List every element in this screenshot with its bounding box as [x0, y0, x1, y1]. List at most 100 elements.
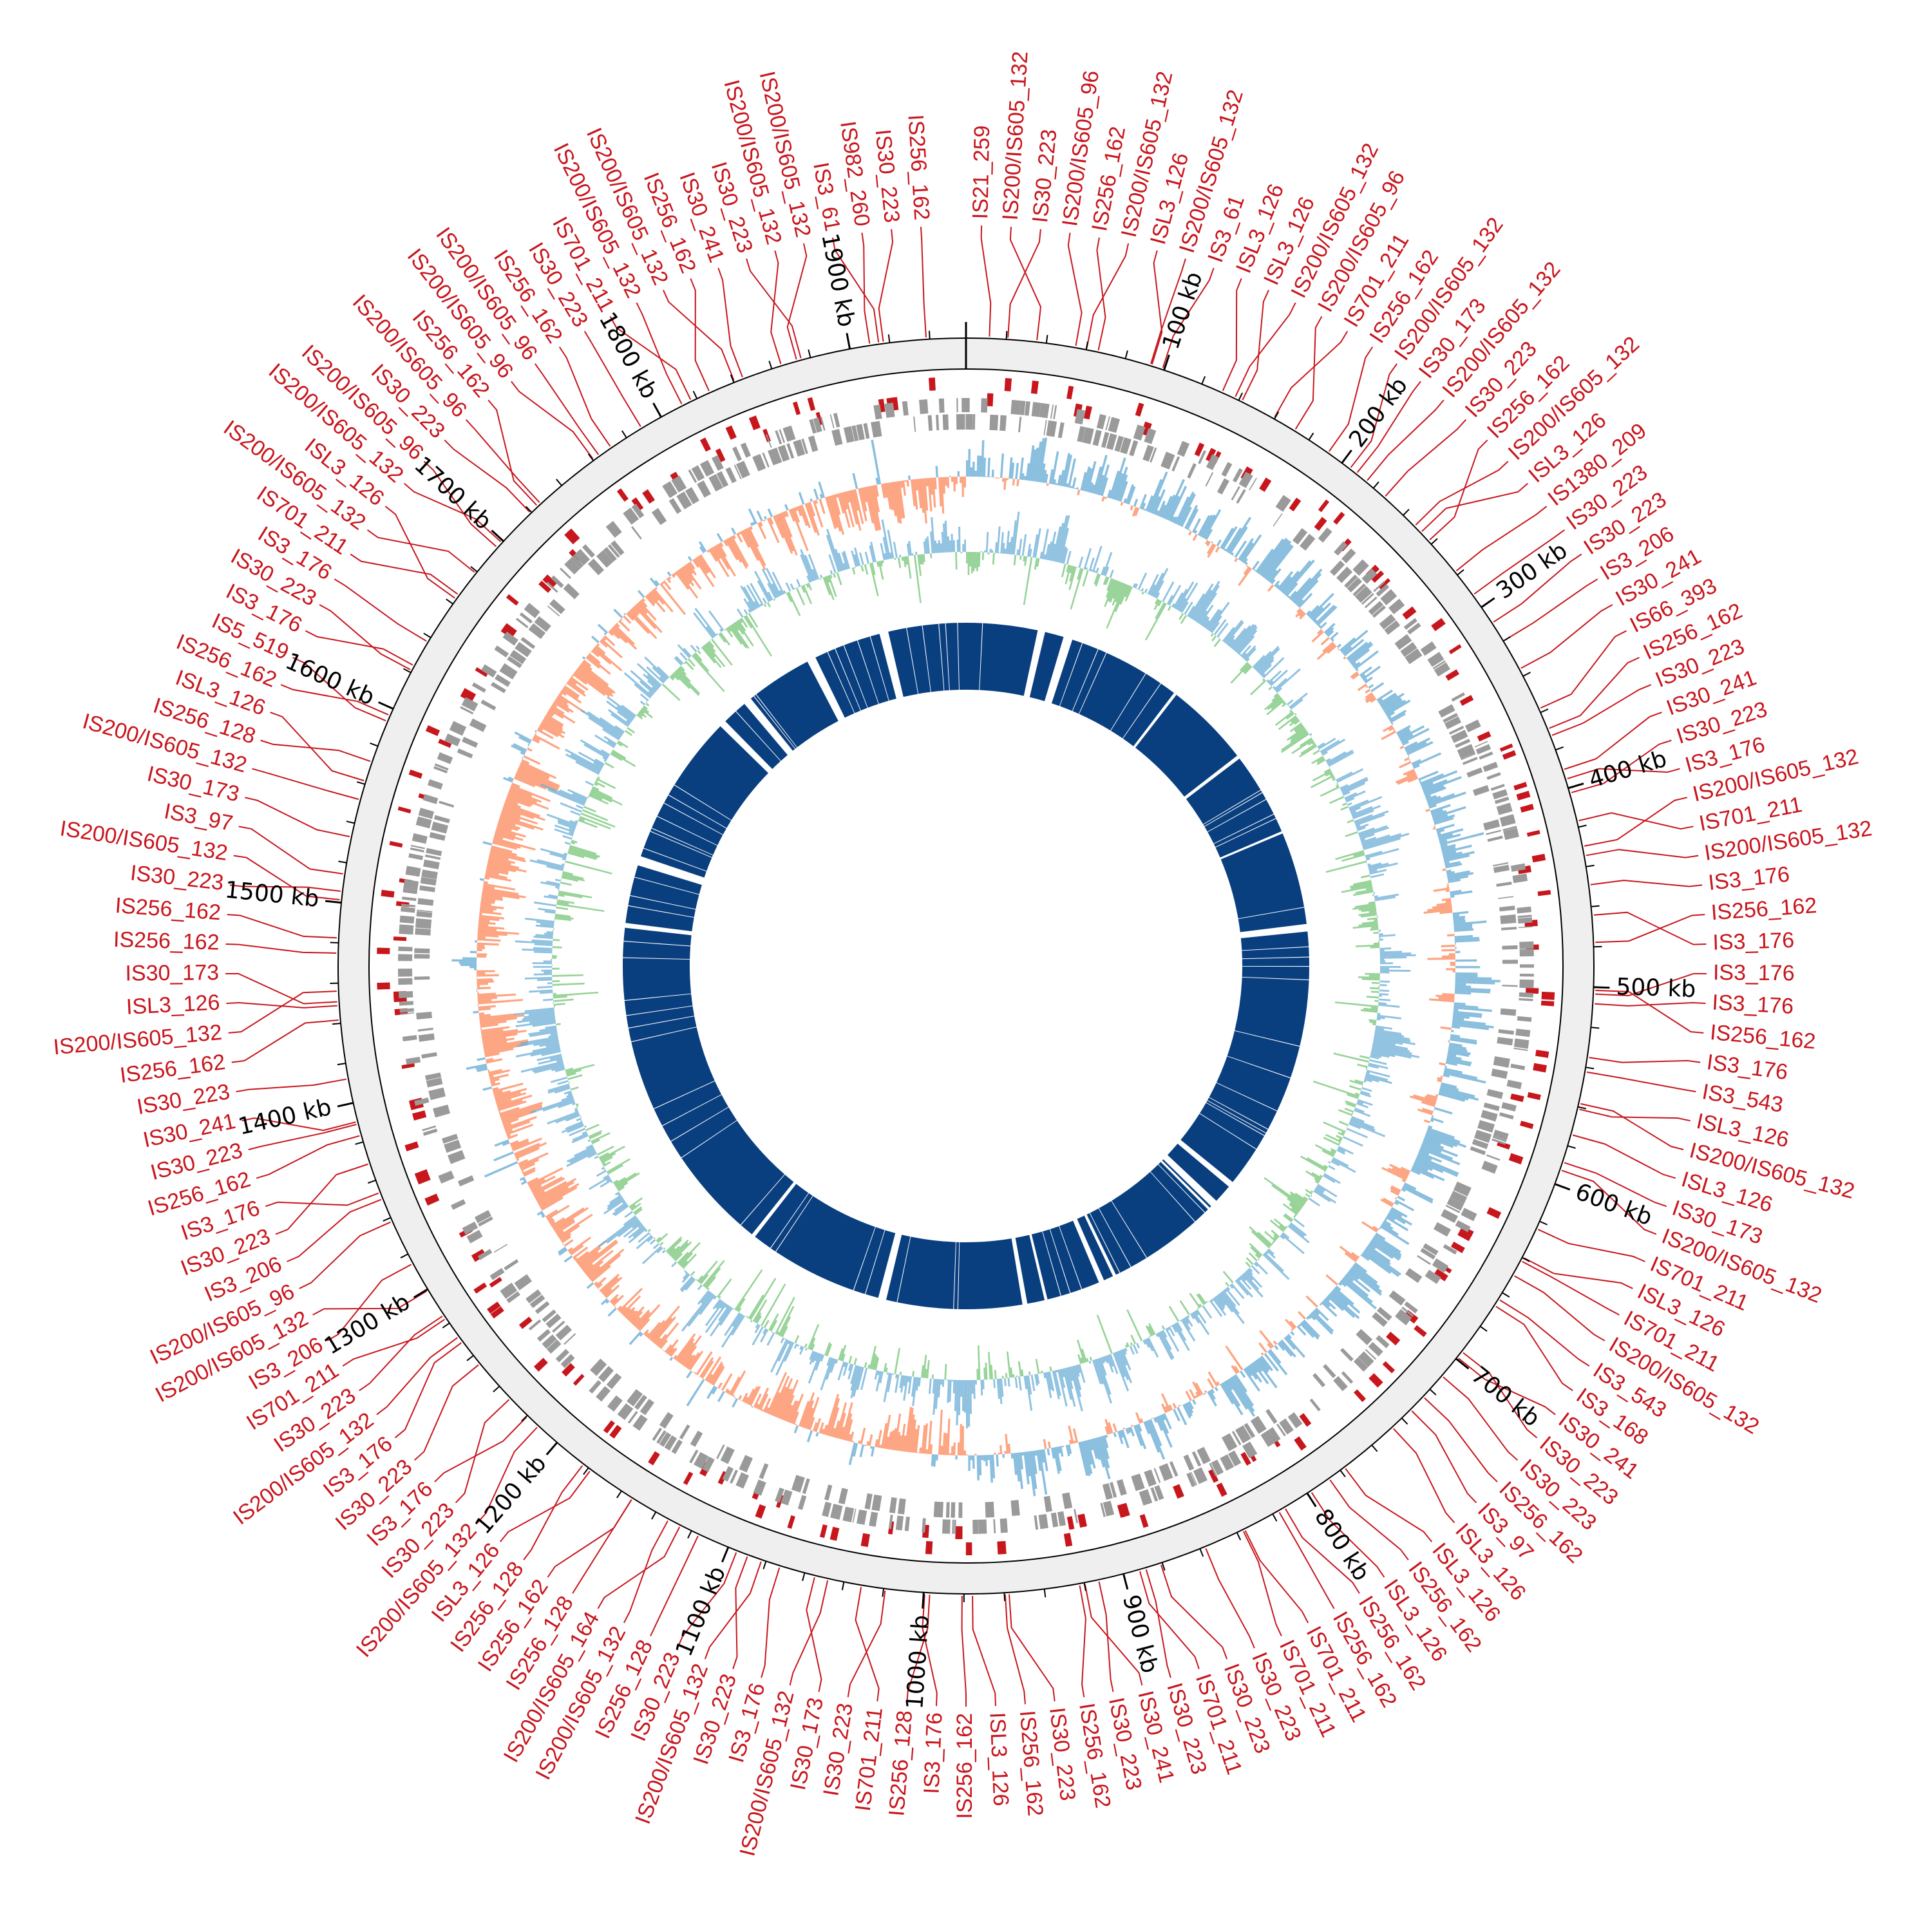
gc-skew-bar — [1351, 661, 1357, 667]
gc-skew-bar — [1119, 1430, 1124, 1438]
gc-skew-bar — [701, 1360, 714, 1379]
gc-skew-bar — [477, 985, 480, 988]
gc-content-bar — [1049, 1366, 1052, 1372]
gc-content-bar — [1294, 1214, 1297, 1217]
is-link-line — [717, 267, 743, 378]
is-link-line — [972, 1595, 996, 1707]
gc-content-bar — [1300, 1155, 1327, 1172]
is-link-line — [1145, 1569, 1171, 1678]
gc-content-bar — [1061, 1368, 1065, 1378]
gc-content-bar — [1024, 556, 1028, 566]
is-link-line — [1561, 1170, 1657, 1235]
gene-block — [429, 831, 446, 841]
gc-skew-bar — [1195, 1382, 1204, 1396]
gc-content-bar — [659, 676, 666, 683]
gc-skew-bar — [794, 506, 799, 511]
gene-block — [993, 1519, 996, 1533]
is-link-line — [252, 768, 359, 800]
gc-content-bar — [1155, 1333, 1159, 1338]
gc-content-bar — [685, 1278, 696, 1291]
gene-block — [1519, 941, 1534, 949]
gc-content-bar — [561, 863, 565, 866]
gc-content-bar — [1378, 1003, 1400, 1008]
gc-content-bar — [1145, 1325, 1153, 1337]
is-mark — [715, 448, 726, 462]
gc-skew-bar — [772, 1386, 788, 1417]
gc-skew-bar — [1454, 1002, 1466, 1006]
is-mark — [475, 667, 488, 677]
gc-content-bar — [1273, 1236, 1278, 1241]
is-link-line — [225, 972, 337, 1005]
gc-content-bar — [656, 1236, 661, 1242]
gc-skew-bar — [1182, 1404, 1191, 1419]
gc-skew-bar — [1413, 1094, 1437, 1103]
gc-content-bar — [967, 552, 970, 575]
gene-block — [1043, 1495, 1052, 1512]
gc-content-bar — [701, 646, 716, 664]
gc-content-bar — [1211, 1298, 1214, 1302]
gc-content-bar — [853, 567, 856, 569]
gc-skew-bar — [747, 1386, 759, 1405]
gc-skew-bar — [974, 470, 977, 477]
gc-content-bar — [1056, 515, 1068, 562]
is-link-line — [547, 1499, 632, 1578]
gc-skew-bar — [708, 1361, 723, 1384]
gene-block — [938, 398, 945, 413]
gc-skew-bar — [451, 959, 477, 962]
gc-content-bar — [826, 1358, 835, 1380]
gc-content-bar — [1325, 772, 1333, 777]
gc-skew-bar — [1332, 1289, 1361, 1314]
gc-skew-bar — [1426, 1131, 1467, 1148]
gc-skew-bar — [710, 547, 730, 578]
gc-skew-bar — [493, 839, 521, 849]
gc-skew-bar — [480, 900, 495, 904]
gc-skew-bar — [551, 1217, 565, 1227]
gc-content-bar — [1294, 713, 1297, 715]
is-link-line — [832, 237, 880, 343]
gc-skew-bar — [1384, 699, 1406, 714]
gc-content-bar — [1276, 687, 1282, 694]
gc-skew-bar — [1422, 1108, 1434, 1113]
gc-content-bar — [1273, 1234, 1279, 1239]
gc-skew-bar — [1192, 533, 1198, 542]
gc-skew-bar — [497, 824, 512, 831]
gc-content-bar — [883, 1363, 887, 1372]
gc-skew-bar — [1172, 1403, 1177, 1409]
gc-skew-bar — [592, 648, 612, 665]
gene-block — [433, 766, 448, 773]
gc-skew-bar — [543, 717, 564, 731]
gc-skew-bar — [745, 527, 766, 566]
gc-content-bar — [1180, 1319, 1196, 1342]
gc-skew-bar — [1397, 775, 1417, 785]
gc-content-bar — [1003, 548, 1007, 554]
gc-content-bar — [690, 1271, 696, 1276]
gc-content-bar — [574, 1107, 578, 1110]
gc-skew-bar — [520, 1180, 527, 1186]
gc-content-bar — [627, 726, 636, 734]
gc-skew-bar — [974, 1454, 977, 1455]
gc-skew-bar — [591, 1265, 611, 1283]
gc-skew-bar — [502, 1110, 536, 1124]
gc-skew-bar — [762, 520, 766, 522]
is-mark — [471, 1249, 486, 1262]
gene-block — [888, 1514, 893, 1530]
gc-content-bar — [1025, 1375, 1033, 1411]
gc-skew-bar — [875, 484, 879, 497]
gc-content-bar — [853, 1366, 863, 1397]
gc-skew-bar — [668, 576, 672, 580]
gc-skew-bar — [1450, 1038, 1477, 1045]
gc-content-bar — [1342, 802, 1347, 806]
gc-content-bar — [539, 1041, 560, 1047]
gc-content-bar — [1289, 718, 1299, 726]
minor-tick — [367, 1179, 376, 1184]
gc-content-bar — [1213, 638, 1221, 647]
gc-content-bar — [1255, 1253, 1260, 1259]
gc-skew-bar — [1000, 453, 1005, 478]
gc-skew-bar — [585, 656, 600, 669]
gc-skew-bar — [1203, 509, 1222, 539]
gene-block — [1300, 533, 1316, 551]
is-mark — [393, 936, 407, 942]
gc-skew-bar — [1384, 1218, 1388, 1221]
gc-skew-bar — [1427, 906, 1452, 912]
is-link-line — [242, 1117, 356, 1132]
